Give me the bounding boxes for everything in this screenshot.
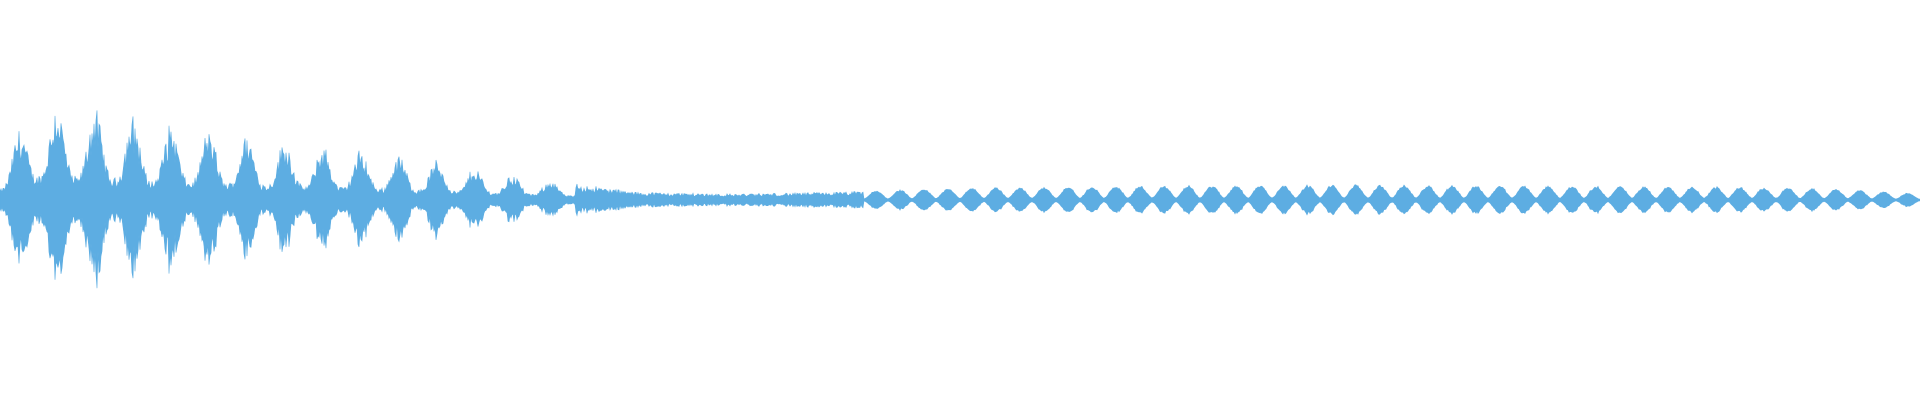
waveform-shape <box>0 110 1920 289</box>
